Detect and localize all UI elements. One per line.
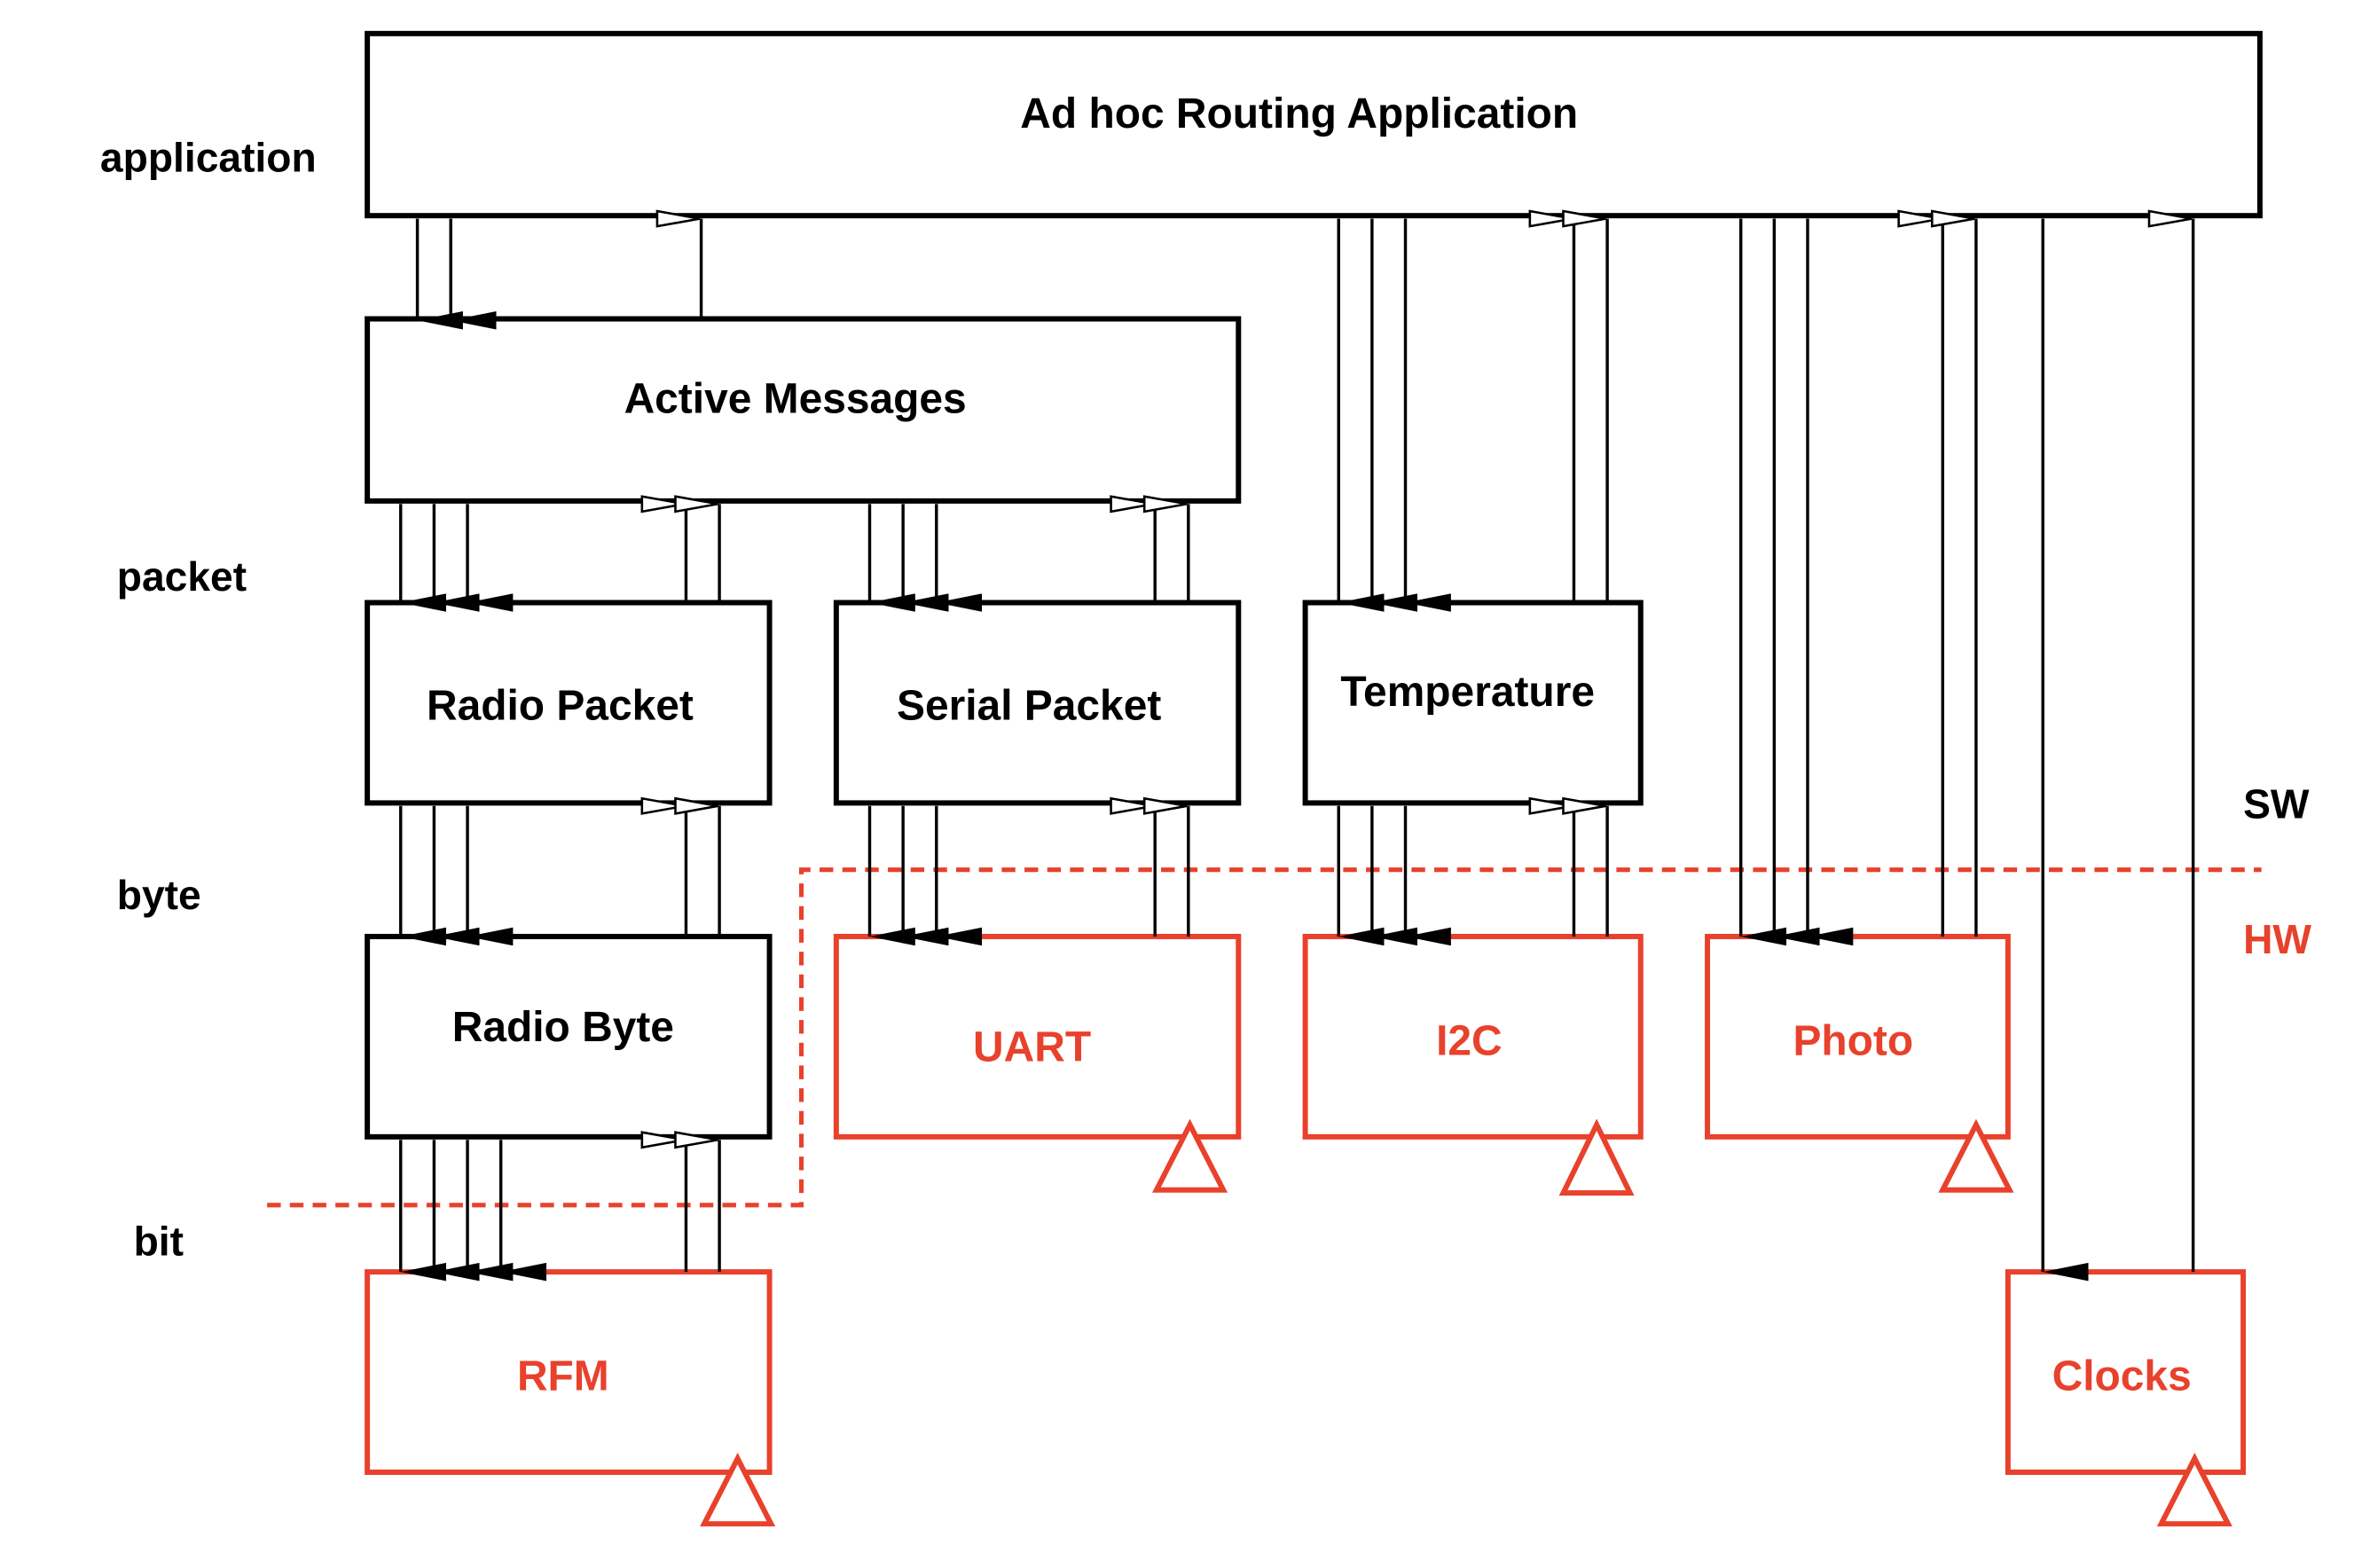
radio-packet-box: Radio Packet bbox=[365, 600, 773, 806]
photo-hardware-triangle-icon bbox=[1938, 1118, 2014, 1193]
radio-byte-label: Radio Byte bbox=[452, 1004, 674, 1051]
adhoc-routing-app-box: Ad hoc Routing Application bbox=[365, 30, 2263, 219]
radio-packet-label: Radio Packet bbox=[427, 682, 694, 729]
i2c-hardware-triangle-icon bbox=[1558, 1118, 1635, 1196]
rfm-box: RFM bbox=[365, 1269, 776, 1527]
clocks-box: Clocks bbox=[2005, 1269, 2247, 1527]
command-arrows bbox=[399, 218, 2089, 1282]
hw-domain-label: HW bbox=[2243, 916, 2311, 962]
layer-label-application: application bbox=[100, 135, 317, 181]
clocks-hardware-triangle-icon bbox=[2156, 1453, 2232, 1527]
photo-box: Photo bbox=[1705, 933, 2014, 1193]
photo-label: Photo bbox=[1793, 1017, 1913, 1064]
event-arrows bbox=[640, 209, 2195, 1273]
serial-packet-box: Serial Packet bbox=[833, 600, 1242, 806]
adhoc-routing-app-label: Ad hoc Routing Application bbox=[1020, 90, 1578, 137]
layer-label-bit: bit bbox=[134, 1218, 184, 1264]
clocks-label: Clocks bbox=[2052, 1353, 2192, 1400]
temperature-box: Temperature bbox=[1302, 600, 1644, 806]
rfm-hardware-triangle-icon bbox=[700, 1453, 776, 1527]
uart-hardware-triangle-icon bbox=[1152, 1118, 1228, 1193]
radio-byte-box: Radio Byte bbox=[365, 933, 773, 1140]
sw-domain-label: SW bbox=[2243, 781, 2310, 827]
i2c-box: I2C bbox=[1302, 933, 1644, 1196]
layer-label-packet: packet bbox=[117, 553, 247, 600]
temperature-label: Temperature bbox=[1340, 669, 1595, 716]
uart-box: UART bbox=[833, 933, 1242, 1193]
uart-label: UART bbox=[973, 1023, 1091, 1070]
hw-sw-boundary-line bbox=[267, 867, 2262, 1208]
layer-label-byte: byte bbox=[117, 872, 201, 918]
serial-packet-label: Serial Packet bbox=[897, 682, 1161, 729]
i2c-label: I2C bbox=[1436, 1017, 1503, 1064]
active-messages-label: Active Messages bbox=[624, 376, 967, 423]
active-messages-box: Active Messages bbox=[365, 316, 1242, 504]
rfm-label: RFM bbox=[517, 1353, 609, 1400]
